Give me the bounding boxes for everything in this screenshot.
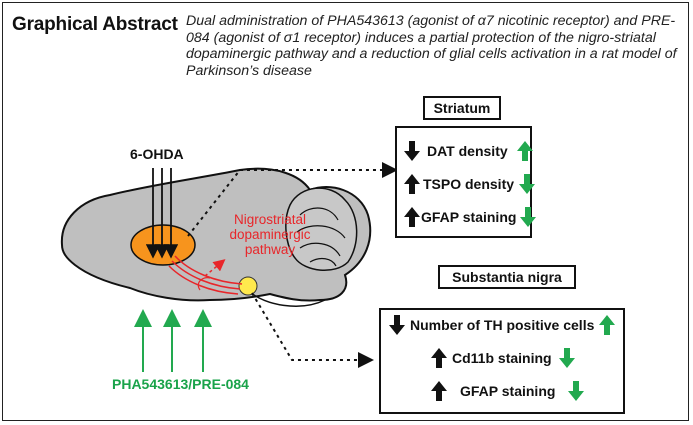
striatum-row-gfap: GFAP staining <box>403 207 537 227</box>
sn-row-th: Number of TH positive cells <box>388 315 616 335</box>
treatment-label: PHA543613/PRE-084 <box>112 376 249 392</box>
striatum-region <box>130 224 196 266</box>
arrow-up-icon <box>404 174 420 194</box>
abstract-frame <box>2 2 689 421</box>
6-ohda-label: 6-OHDA <box>130 146 184 162</box>
pathway-label: Nigrostriatal dopaminergic pathway <box>229 212 311 257</box>
green-arrow-down-icon <box>520 207 537 227</box>
striatum-row-dat: DAT density <box>403 141 534 161</box>
arrow-down-icon <box>404 141 420 161</box>
striatum-title: Striatum <box>423 96 501 120</box>
arrow-down-icon <box>389 315 405 335</box>
sn-row-gfap: GFAP staining <box>430 381 585 401</box>
substantia-nigra-results-box <box>379 308 625 414</box>
arrow-up-icon <box>431 381 447 401</box>
arrow-up-icon <box>404 207 420 227</box>
arrow-up-icon <box>431 348 447 368</box>
graphical-abstract-subtitle: Dual administration of PHA543613 (agonis… <box>186 13 677 79</box>
green-arrow-down-icon <box>519 174 536 194</box>
sn-row-cd11b: Cd11b staining <box>430 348 576 368</box>
green-arrow-down-icon <box>568 381 585 401</box>
green-arrow-down-icon <box>558 348 575 368</box>
green-arrow-up-icon <box>599 315 616 335</box>
graphical-abstract-title: Graphical Abstract <box>12 14 178 35</box>
cerebellum-shape <box>285 187 358 272</box>
striatum-results-box <box>395 126 532 238</box>
green-arrow-up-icon <box>516 141 533 161</box>
substantia-nigra-region <box>238 276 258 296</box>
substantia-nigra-title: Substantia nigra <box>438 265 576 289</box>
striatum-row-tspo: TSPO density <box>403 174 536 194</box>
